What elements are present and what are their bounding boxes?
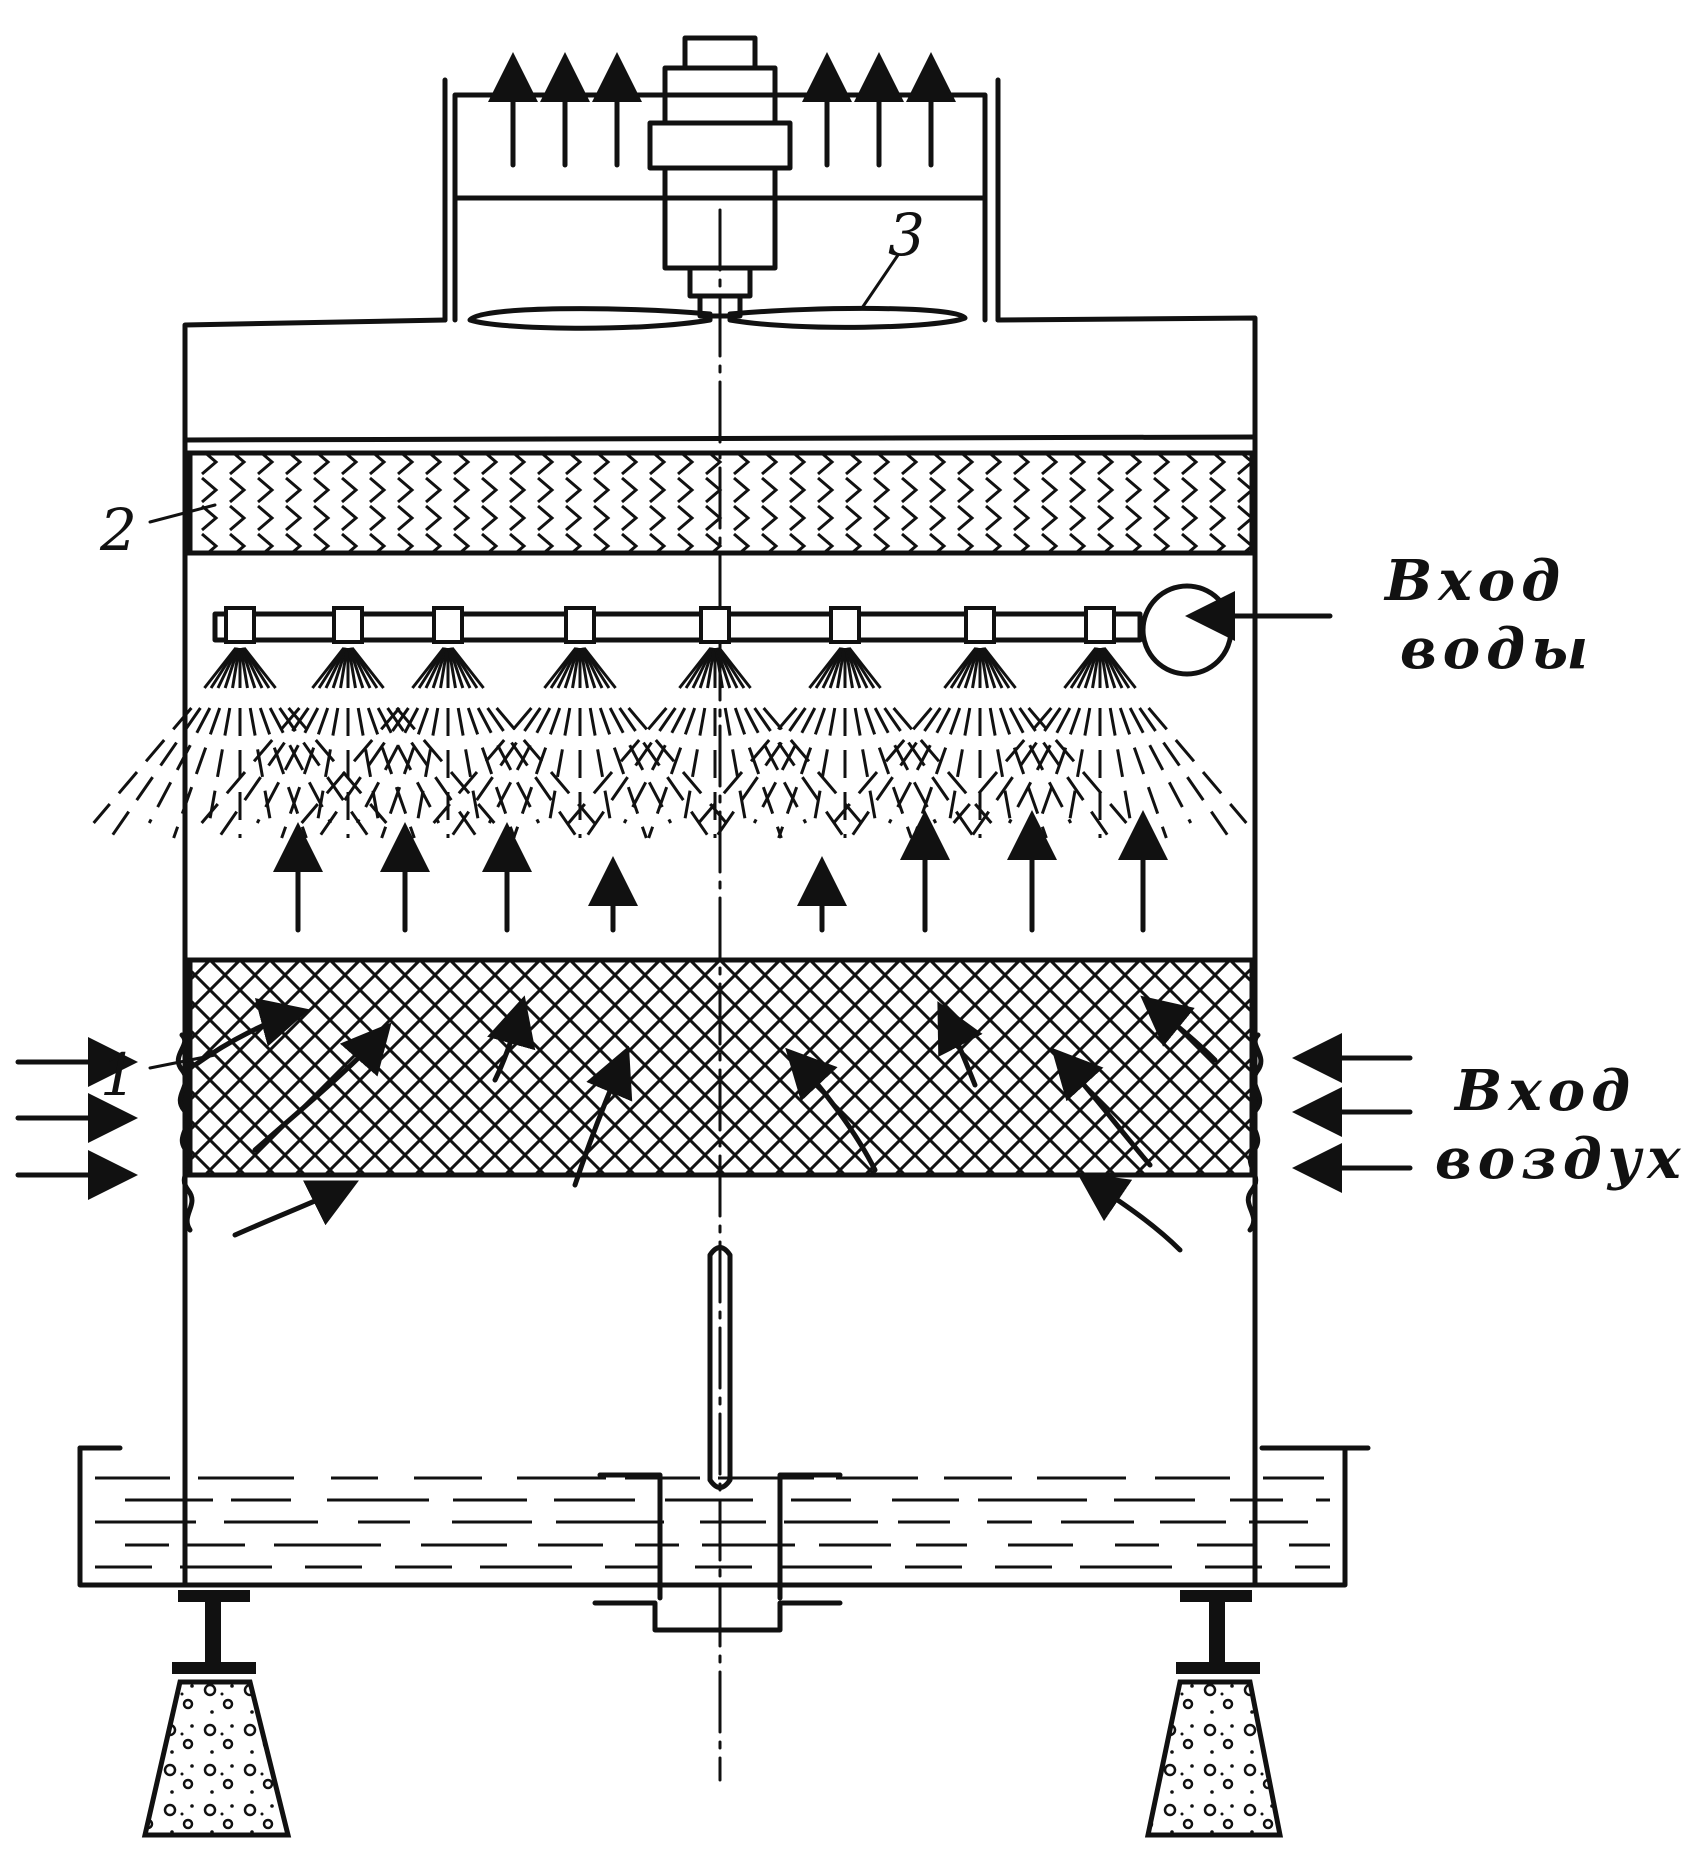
water-inlet-label-line1: Вход — [1383, 548, 1566, 614]
spray-nozzle — [964, 606, 996, 644]
spray-fan — [952, 647, 1248, 839]
exhaust-arrows — [488, 52, 956, 168]
water-surface-lines — [95, 1476, 1330, 1569]
spray-fan — [200, 647, 496, 839]
spray-fan — [92, 647, 388, 839]
fan-housing — [442, 77, 1001, 323]
label-3: 3 — [888, 201, 925, 269]
air-inlet-louvers — [175, 1032, 1264, 1233]
label-leaders — [148, 503, 217, 1070]
spray-nozzle — [564, 606, 596, 644]
label-2: 2 — [99, 496, 137, 564]
air-inlet-label-line2: воздуха — [1435, 1126, 1683, 1192]
support-left — [141, 1590, 292, 1838]
spray-nozzle — [332, 606, 364, 644]
air-flow-up-arrows — [273, 810, 1168, 933]
spray-nozzle — [829, 606, 861, 644]
spray-fan — [432, 647, 728, 839]
support-right — [1144, 1590, 1284, 1838]
internal-air-flow-arrows — [192, 995, 1218, 1253]
label-1: 1 — [100, 1041, 137, 1109]
water-inlet-label-line2: воды — [1400, 616, 1594, 682]
spray-fan — [697, 647, 993, 839]
spray-nozzle — [224, 606, 256, 644]
water-basin — [77, 1240, 1371, 1633]
spray-nozzles — [224, 606, 1116, 644]
spray-nozzle — [699, 606, 731, 644]
spray-nozzle — [432, 606, 464, 644]
spray-fan — [300, 647, 596, 839]
air-inlet-arrows — [15, 1033, 1413, 1200]
water-spray — [92, 647, 1248, 839]
spray-nozzle — [1084, 606, 1116, 644]
fan-motor — [647, 35, 793, 319]
overflow-standpipe — [707, 1196, 733, 1490]
fan-blades — [467, 253, 968, 331]
air-inlet-label-line1: Вход — [1453, 1058, 1636, 1124]
